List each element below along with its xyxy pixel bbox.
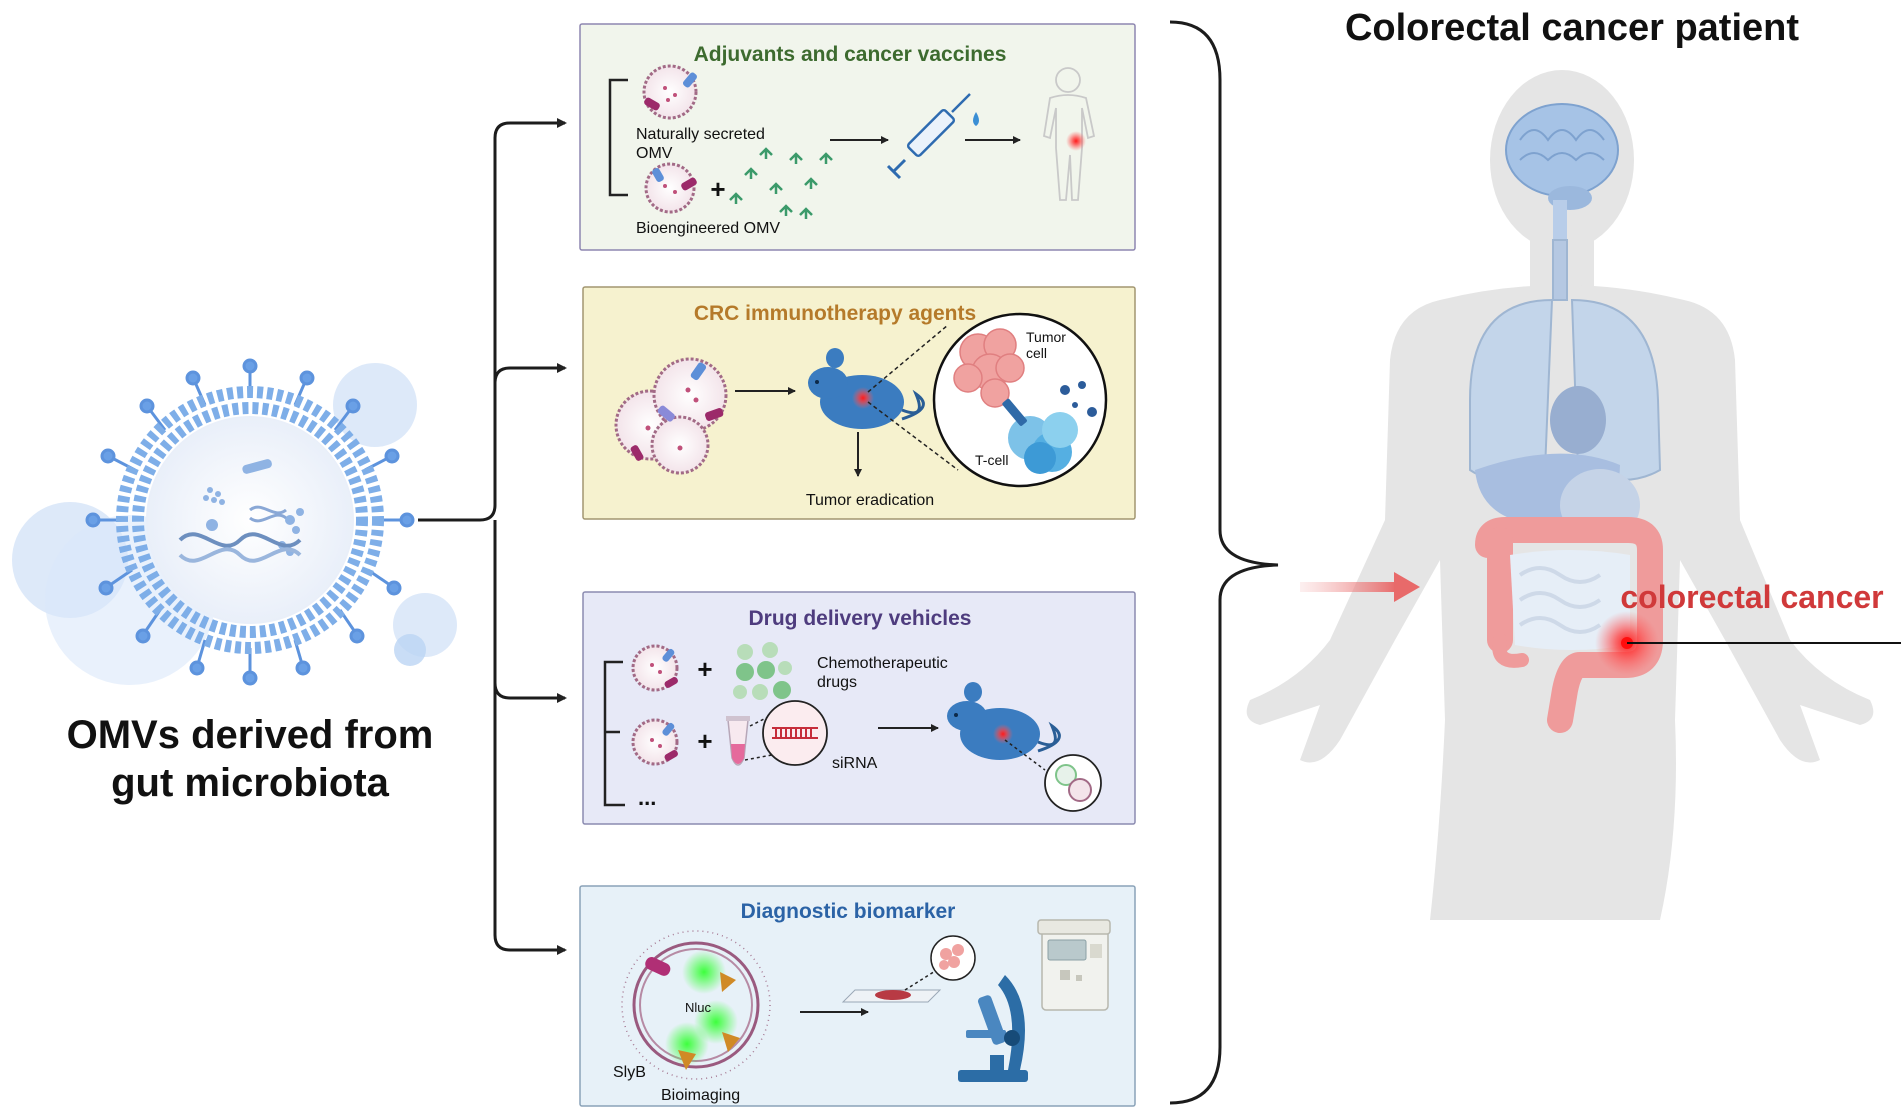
drug-omv-icon-2 <box>631 718 679 766</box>
antigen-fragments-icon <box>729 147 833 219</box>
chemo-label-2: drugs <box>817 674 857 691</box>
drug-omv-icon-1 <box>631 644 679 692</box>
colon-icon <box>1475 517 1663 733</box>
engineered-omv-icon <box>621 930 771 1080</box>
tumor-cell-label-2: cell <box>1026 345 1047 361</box>
left-title-line1: OMVs derived from <box>67 713 434 757</box>
zoom-circle <box>932 312 1108 488</box>
small-human-icon <box>1042 67 1096 201</box>
vaccines-plus: + <box>710 174 725 204</box>
right-brace <box>1169 20 1279 1105</box>
mouse-icon <box>808 348 925 429</box>
bioengineered-omv-icon <box>644 162 697 214</box>
cytokine-dots <box>1060 381 1097 417</box>
tube-icon <box>726 716 750 766</box>
more-ellipsis: ... <box>638 785 656 810</box>
natural-omv-label-2: OMV <box>636 145 673 162</box>
t-cell-label: T-cell <box>975 452 1008 468</box>
panel-diag-title: Diagnostic biomarker <box>741 900 956 923</box>
syringe-icon <box>886 93 979 180</box>
zoom-line-bottom <box>867 401 959 471</box>
zoom-line-top <box>867 324 949 393</box>
heart-icon <box>1550 386 1606 454</box>
sirna-label: siRNA <box>832 755 878 772</box>
cryostat-machine-icon <box>1037 919 1111 1011</box>
panel-vaccines <box>579 23 1136 251</box>
drug-mouse-icon <box>947 682 1061 760</box>
slyb-label: SlyB <box>613 1064 646 1081</box>
brain-icon <box>1505 103 1619 240</box>
sirna-icon <box>772 727 818 739</box>
tissue-slide-icon <box>841 989 942 1003</box>
tissue-cells <box>939 944 964 970</box>
branch-connector <box>418 118 567 955</box>
panel-immuno-title: CRC immunotherapy agents <box>694 302 976 325</box>
microscope-icon <box>958 975 1028 1082</box>
natural-omv-icon <box>642 64 698 120</box>
incoming-arrow <box>1300 572 1420 602</box>
omv-illustration <box>12 358 457 686</box>
vaccines-bracket <box>608 78 628 197</box>
drug-plus-2: + <box>697 726 712 756</box>
chemo-label-1: Chemotherapeutic <box>817 655 948 672</box>
drug-zoom-cell-2 <box>1068 778 1092 802</box>
t-cell-cluster-icon <box>1008 412 1078 474</box>
left-title-line2: gut microbiota <box>111 761 390 805</box>
tumor-eradication-label: Tumor eradication <box>806 492 934 509</box>
drug-bracket <box>603 660 625 807</box>
natural-omv-label-1: Naturally secreted <box>636 126 765 143</box>
panel-vaccines-title: Adjuvants and cancer vaccines <box>694 43 1007 66</box>
tumor-cell-cluster-icon <box>953 328 1025 408</box>
small-human-tumor-glow <box>1066 131 1086 151</box>
tissue-zoom-line <box>904 967 941 991</box>
panel-drug <box>582 591 1136 825</box>
drug-zoom-cell-1 <box>1055 764 1077 786</box>
bioimaging-label: Bioimaging <box>661 1087 740 1104</box>
nluc-label: Nluc <box>685 1000 712 1015</box>
colorectal-cancer-label: colorectal cancer <box>1620 579 1883 615</box>
panel-drug-title: Drug delivery vehicles <box>749 607 972 630</box>
chemo-drug-dots-icon <box>733 642 792 700</box>
bioengineered-omv-label: Bioengineered OMV <box>636 220 780 237</box>
tumor-cell-label-1: Tumor <box>1026 329 1066 345</box>
omv-cluster-icon <box>614 357 728 475</box>
drug-zoom-line <box>1004 739 1046 771</box>
patient-title: Colorectal cancer patient <box>1345 7 1799 49</box>
drug-plus-1: + <box>697 654 712 684</box>
immuno-syringe-icon <box>1002 398 1027 426</box>
